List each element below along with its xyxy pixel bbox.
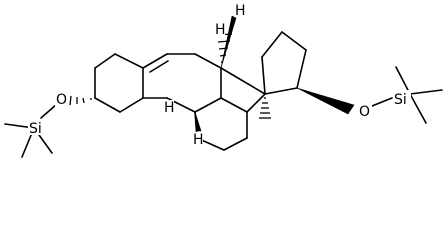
svg-text:H: H — [193, 132, 204, 148]
c17-oxygen-wedge-bond — [296, 87, 355, 115]
atom-hydrogen-c10: H — [163, 100, 175, 116]
atom-silicon-right: Si — [393, 90, 411, 108]
c3-oxygen-hashed-bond — [69, 95, 92, 106]
atom-hydrogen-c9: H — [192, 132, 204, 148]
ring-a — [94, 53, 144, 113]
svg-text:H: H — [235, 3, 246, 19]
svg-text:H: H — [215, 22, 226, 38]
svg-text:H: H — [164, 100, 175, 116]
svg-text:Si: Si — [394, 92, 407, 108]
c9-hydrogen-wedge-bond — [194, 111, 202, 132]
ring-b — [142, 53, 222, 113]
atom-silicon-left: Si — [28, 119, 46, 137]
svg-text:O: O — [56, 92, 67, 108]
steroid-structure-diagram: O Si O Si H H H H — [4, 3, 443, 158]
atom-hydrogen-c14: H — [234, 3, 246, 19]
ring-c — [194, 67, 266, 151]
ring-d — [261, 31, 307, 95]
double-bond-c5-c6 — [149, 60, 169, 73]
svg-text:Si: Si — [29, 121, 42, 137]
atom-oxygen-c3: O — [55, 91, 69, 108]
atom-oxygen-c17: O — [358, 103, 372, 120]
atom-hydrogen-c8: H — [214, 22, 226, 38]
svg-text:O: O — [359, 104, 370, 120]
c13-methyl-hashed-bond — [259, 97, 271, 119]
